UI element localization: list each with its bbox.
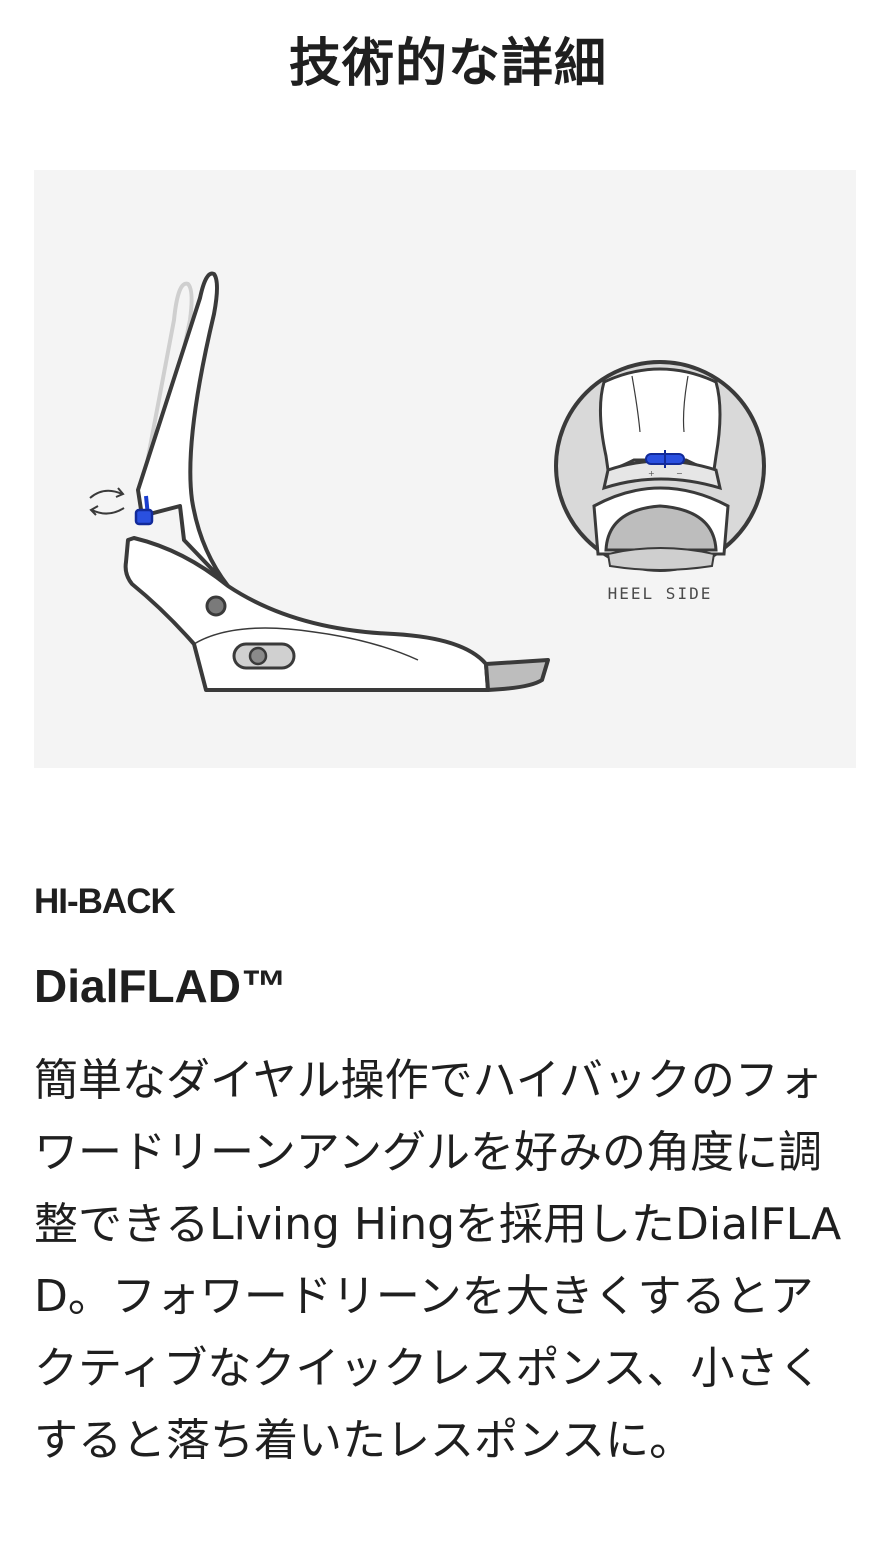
feature-description: 簡単なダイヤル操作でハイバックのフォワードリーンアングルを好みの角度に調整できる… — [34, 1055, 842, 1466]
rivet — [205, 595, 227, 617]
page-title: 技術的な詳細 — [288, 34, 607, 94]
feature-name: DialFLAD™ — [34, 960, 287, 1012]
svg-text:−: − — [676, 469, 683, 478]
slot-bolt — [248, 646, 268, 666]
section-heading: HI-BACK — [34, 882, 176, 921]
baseplate-outline — [123, 536, 490, 692]
heel-detail-inset: + − — [554, 360, 766, 572]
rotate-arrows-icon — [89, 487, 125, 516]
heel-side-label: HEEL SIDE — [607, 584, 713, 603]
dial-knob — [134, 508, 154, 526]
base-detail-line — [193, 627, 419, 661]
hiback-ghost-outline — [138, 281, 194, 502]
hiback-outline — [136, 271, 230, 588]
svg-text:+: + — [648, 469, 655, 478]
toe-ramp — [484, 658, 550, 692]
binding-diagram: + − — [89, 271, 766, 692]
product-illustration: + − HEEL SIDE — [34, 170, 856, 768]
